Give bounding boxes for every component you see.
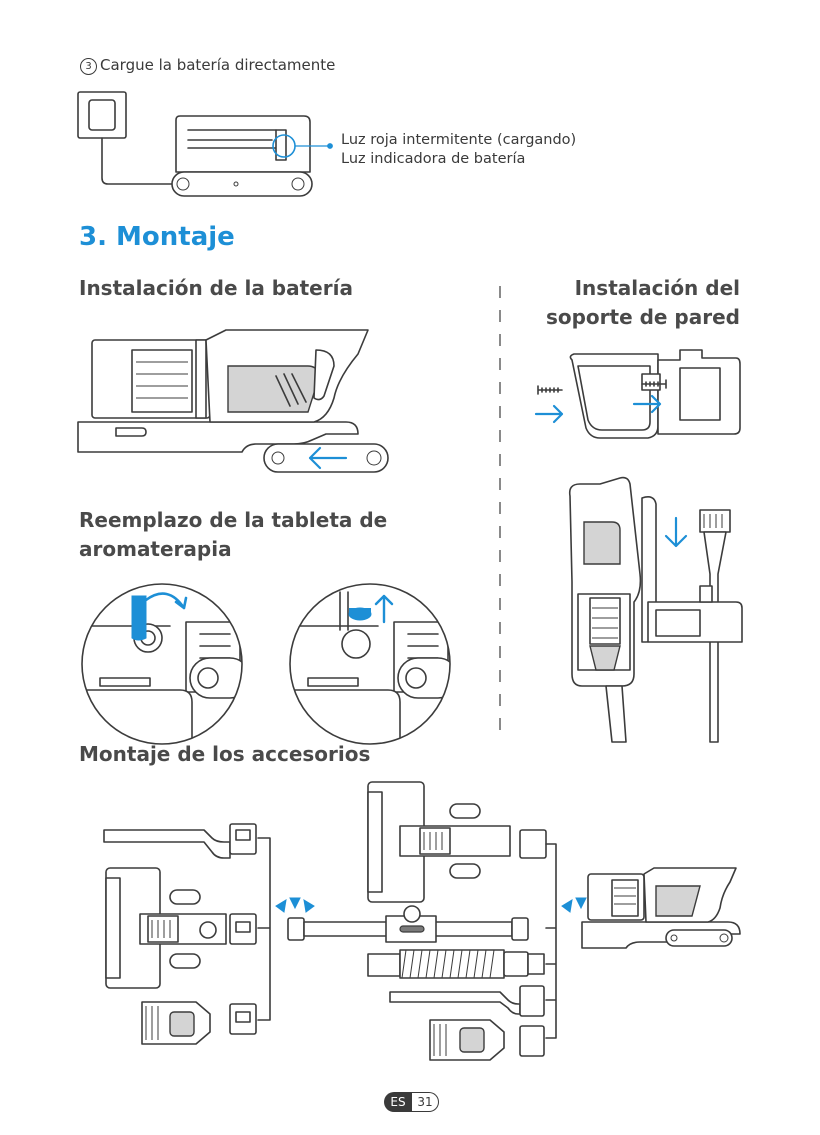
battery-indicator-light-label: Luz indicadora de batería: [341, 151, 525, 167]
vacuum-on-wall-mount-illustration: [560, 474, 750, 742]
language-badge: ES: [384, 1092, 412, 1112]
aroma-replace-heading-line1: Reemplazo de la tableta de: [79, 506, 387, 535]
indicator-light-callout: [270, 130, 340, 170]
aroma-replace-heading-line2: aromaterapia: [79, 535, 387, 564]
accessories-assembly-diagram: [100, 782, 746, 1064]
wall-mount-heading: Instalación del soporte de pared: [546, 274, 740, 332]
page-number: 31: [412, 1092, 439, 1112]
section-title: 3. Montaje: [79, 222, 235, 252]
step-number-circle-icon: 3: [80, 58, 97, 75]
aroma-cover-open-illustration: [80, 582, 244, 746]
accessories-heading: Montaje de los accesorios: [79, 740, 370, 769]
wall-mount-heading-line2: soporte de pared: [546, 303, 740, 332]
page-footer: ES 31: [384, 1092, 440, 1112]
aroma-tablet-replace-illustration: [288, 582, 452, 746]
column-divider: [495, 286, 505, 736]
aroma-replace-heading: Reemplazo de la tableta de aromaterapia: [79, 506, 387, 564]
wall-mount-screw-illustration: [530, 346, 745, 446]
battery-install-heading: Instalación de la batería: [79, 274, 353, 303]
charge-step-text: Cargue la batería directamente: [100, 56, 335, 74]
red-blinking-light-label: Luz roja intermitente (cargando): [341, 132, 576, 148]
battery-install-illustration: [76, 326, 396, 486]
wall-mount-heading-line1: Instalación del: [546, 274, 740, 303]
